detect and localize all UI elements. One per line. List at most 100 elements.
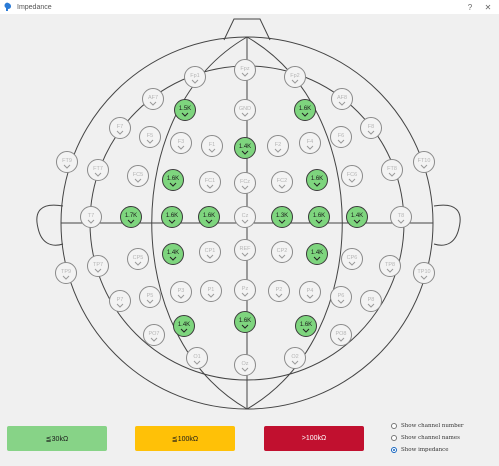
electrode-label: P8	[367, 296, 375, 303]
electrode[interactable]: FT7	[87, 159, 109, 181]
chevron-down-icon	[208, 148, 216, 153]
electrode[interactable]: F4	[299, 132, 321, 154]
electrode[interactable]: Cz	[234, 206, 256, 228]
electrode[interactable]: 1.6K	[295, 315, 317, 337]
electrode[interactable]: Fpz	[234, 59, 256, 81]
option-show-channel-number[interactable]: Show channel number	[391, 421, 464, 431]
electrode[interactable]: F6	[330, 126, 352, 148]
electrode[interactable]: FC5	[127, 165, 149, 187]
electrode[interactable]: CP2	[271, 241, 293, 263]
electrode[interactable]: 1.3K	[271, 206, 293, 228]
chevron-down-icon	[278, 219, 286, 224]
chevron-down-icon	[338, 101, 346, 106]
electrode[interactable]: FT9	[56, 151, 78, 173]
electrode[interactable]: F7	[109, 117, 131, 139]
electrode[interactable]: PO8	[330, 324, 352, 346]
electrode[interactable]: F5	[139, 126, 161, 148]
electrode[interactable]: P8	[360, 290, 382, 312]
option-show-impedance[interactable]: Show impedance	[391, 445, 449, 455]
electrode[interactable]: 1.7K	[120, 206, 142, 228]
chevron-down-icon	[306, 145, 314, 150]
electrode[interactable]: FC1	[199, 171, 221, 193]
electrode[interactable]: CP5	[127, 248, 149, 270]
electrode[interactable]: Fp2	[284, 66, 306, 88]
chevron-down-icon	[241, 185, 249, 190]
electrode[interactable]: F3	[170, 132, 192, 154]
option-label: Show channel number	[401, 423, 464, 429]
radio-button[interactable]	[391, 435, 397, 441]
electrode[interactable]: FC6	[341, 165, 363, 187]
electrode[interactable]: P2	[268, 280, 290, 302]
electrode[interactable]: PO7	[143, 324, 165, 346]
chevron-down-icon	[275, 293, 283, 298]
electrode[interactable]: AF8	[331, 88, 353, 110]
electrode[interactable]: P6	[330, 286, 352, 308]
electrode-label: P6	[337, 292, 345, 299]
chevron-down-icon	[420, 164, 428, 169]
electrode-label: 1.3K	[275, 212, 289, 219]
electrode[interactable]: Pz	[234, 279, 256, 301]
chevron-down-icon	[127, 219, 135, 224]
radio-button-checked[interactable]	[391, 447, 397, 453]
electrode[interactable]: GND	[234, 99, 256, 121]
electrode[interactable]: FT10	[413, 151, 435, 173]
electrode[interactable]: 1.4K	[306, 243, 328, 265]
electrode-label: 1.6K	[165, 212, 179, 219]
electrode[interactable]: F1	[201, 135, 223, 157]
chevron-down-icon	[302, 328, 310, 333]
close-button[interactable]: ✕	[484, 2, 492, 12]
electrode[interactable]: T7	[80, 206, 102, 228]
chevron-down-icon	[241, 72, 249, 77]
electrode[interactable]: 1.5K	[174, 99, 196, 121]
chevron-down-icon	[241, 324, 249, 329]
radio-button[interactable]	[391, 423, 397, 429]
electrode[interactable]: 1.4K	[162, 243, 184, 265]
electrode-label: Fpz	[240, 65, 250, 72]
electrode[interactable]: TP8	[379, 255, 401, 277]
electrode[interactable]: P5	[139, 286, 161, 308]
electrode-label: FT9	[62, 157, 72, 164]
help-button[interactable]: ?	[467, 2, 473, 12]
chevron-down-icon	[397, 219, 405, 224]
electrode[interactable]: Fp1	[184, 66, 206, 88]
electrode-label: FT7	[93, 165, 103, 172]
electrode[interactable]: 1.6K	[161, 206, 183, 228]
electrode[interactable]: FC2	[271, 171, 293, 193]
electrode[interactable]: O2	[284, 347, 306, 369]
electrode[interactable]: 1.6K	[234, 311, 256, 333]
electrode[interactable]: REF	[234, 239, 256, 261]
electrode[interactable]: 1.6K	[162, 169, 184, 191]
electrode[interactable]: P7	[109, 290, 131, 312]
electrode[interactable]: O1	[186, 347, 208, 369]
electrode[interactable]: AF7	[142, 88, 164, 110]
chevron-down-icon	[301, 112, 309, 117]
electrode[interactable]: FCz	[234, 172, 256, 194]
electrode[interactable]: TP10	[413, 262, 435, 284]
chevron-down-icon	[241, 112, 249, 117]
chevron-down-icon	[205, 219, 213, 224]
electrode[interactable]: F8	[360, 117, 382, 139]
electrode[interactable]: 1.4K	[173, 315, 195, 337]
electrode[interactable]: 1.6K	[308, 206, 330, 228]
electrode[interactable]: FT8	[381, 159, 403, 181]
electrode[interactable]: F2	[267, 135, 289, 157]
electrode-label: CP1	[204, 247, 216, 254]
electrode[interactable]: Oz	[234, 354, 256, 376]
electrode[interactable]: CP6	[341, 248, 363, 270]
electrode[interactable]: 1.4K	[234, 137, 256, 159]
electrode[interactable]: 1.4K	[346, 206, 368, 228]
electrode[interactable]: CP1	[199, 241, 221, 263]
electrode-label: 1.4K	[177, 321, 191, 328]
electrode[interactable]: TP9	[55, 262, 77, 284]
electrode-label: F7	[116, 123, 124, 130]
electrode[interactable]: P4	[299, 281, 321, 303]
electrode-label: P1	[207, 286, 215, 293]
option-show-channel-names[interactable]: Show channel names	[391, 433, 460, 443]
electrode[interactable]: TP7	[87, 255, 109, 277]
electrode[interactable]: 1.6K	[198, 206, 220, 228]
electrode[interactable]: 1.6K	[294, 99, 316, 121]
electrode[interactable]: 1.6K	[306, 169, 328, 191]
electrode[interactable]: T8	[390, 206, 412, 228]
electrode[interactable]: P1	[200, 280, 222, 302]
electrode[interactable]: P3	[170, 281, 192, 303]
